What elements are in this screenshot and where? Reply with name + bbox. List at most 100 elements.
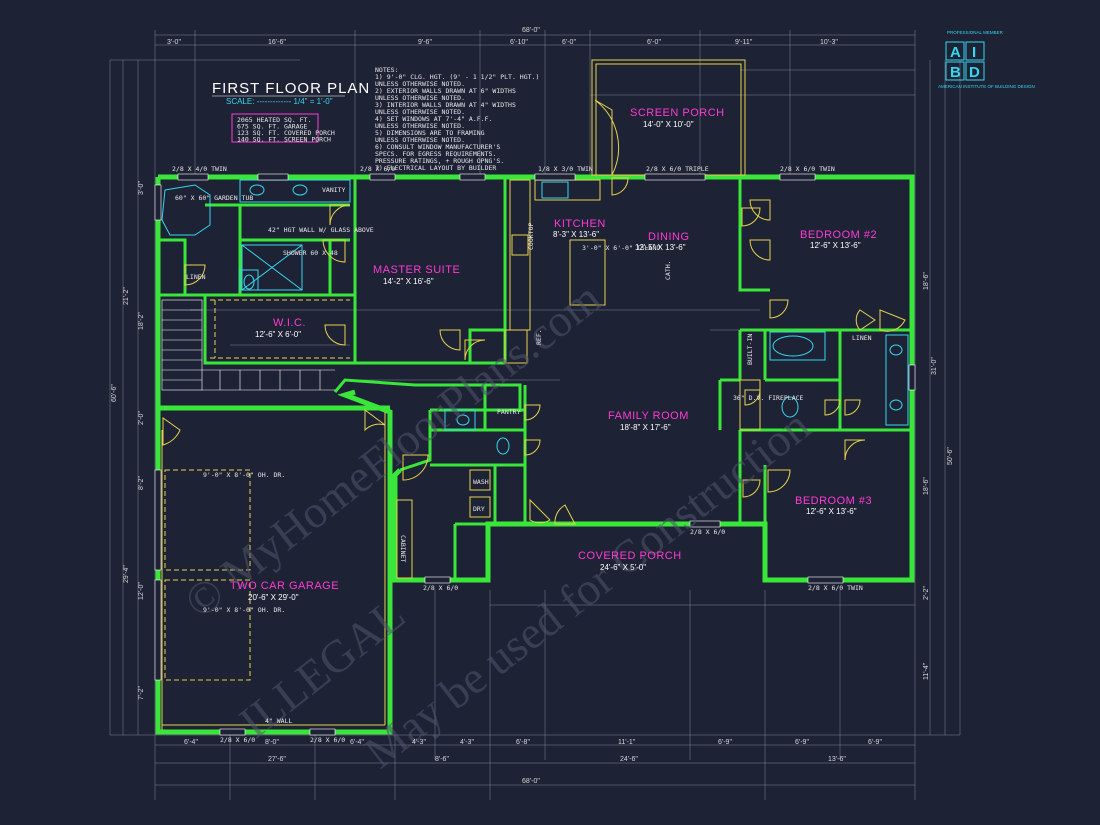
svg-text:1/8 X 3/0 TWIN: 1/8 X 3/0 TWIN (538, 165, 593, 173)
svg-text:50'-6": 50'-6" (947, 447, 954, 465)
svg-text:7) ELECTRICAL LAYOUT BY BUILD: 7) ELECTRICAL LAYOUT BY BUILDER (375, 164, 496, 172)
svg-text:2/8 X 6/0: 2/8 X 6/0 (690, 528, 725, 536)
svg-text:2/8 X 6/0: 2/8 X 6/0 (220, 736, 255, 744)
svg-text:4'-3": 4'-3" (412, 739, 426, 746)
svg-text:CATH.: CATH. (664, 260, 672, 280)
svg-text:1) 9'-0" CLG. HGT. (9' - 1 1/: 1) 9'-0" CLG. HGT. (9' - 1 1/2" PLT. HGT… (375, 73, 539, 81)
svg-text:AMERICAN INSTITUTE OF BUILDING: AMERICAN INSTITUTE OF BUILDING DESIGN (938, 84, 1035, 89)
svg-text:CABINET: CABINET (399, 535, 407, 562)
room-bedroom-2: BEDROOM #2 (800, 229, 877, 241)
svg-text:6'-9": 6'-9" (795, 739, 809, 746)
svg-text:18'-8" X 17'-6": 18'-8" X 17'-6" (620, 423, 671, 432)
svg-text:DRY: DRY (473, 505, 485, 513)
svg-text:6'-9": 6'-9" (868, 739, 882, 746)
fixture-labels: 60" X 60" GARDEN TUB VANITY 42" HGT WALL… (175, 186, 872, 725)
room-screen-porch: SCREEN PORCH (630, 107, 725, 119)
svg-text:SPECS. FOR EGRESS REQUIREMENTS: SPECS. FOR EGRESS REQUIREMENTS. (375, 150, 496, 158)
svg-text:NOTES:: NOTES: (375, 66, 398, 74)
top-dimensions: 68'-0" 3'-0" 16'-6" 9'-6" 6'-10" 6'-0" 6… (167, 27, 838, 46)
svg-text:WASH: WASH (473, 478, 489, 486)
room-garage: TWO CAR GARAGE (230, 580, 339, 592)
svg-text:2/8 X 6/0: 2/8 X 6/0 (360, 165, 395, 173)
left-dimensions: 60'-6" 29'-4" 21'-2" 3'-0" 18'-2" 2'-0" … (111, 181, 145, 700)
svg-text:2/8 X 6/0 TWIN: 2/8 X 6/0 TWIN (780, 165, 835, 173)
svg-text:14'-2" X 16'-6": 14'-2" X 16'-6" (383, 277, 434, 286)
svg-text:24'-6": 24'-6" (620, 756, 638, 763)
svg-text:4" WALL: 4" WALL (265, 717, 292, 725)
svg-text:2/8 X 6/0 TRIPLE: 2/8 X 6/0 TRIPLE (646, 165, 709, 173)
svg-text:9'-11": 9'-11" (735, 39, 753, 46)
svg-text:18'-6": 18'-6" (923, 272, 930, 290)
svg-text:60" X 60" GARDEN TUB: 60" X 60" GARDEN TUB (175, 194, 253, 202)
svg-text:2/8 X 6/0: 2/8 X 6/0 (423, 584, 458, 592)
svg-text:3'-0": 3'-0" (138, 181, 145, 195)
svg-text:D: D (969, 64, 980, 81)
svg-text:6'-9": 6'-9" (718, 739, 732, 746)
svg-text:5) DIMENSIONS ARE TO FRAMING: 5) DIMENSIONS ARE TO FRAMING (375, 129, 485, 137)
room-bedroom-3: BEDROOM #3 (795, 495, 872, 507)
svg-text:12'-0": 12'-0" (138, 582, 145, 600)
window-tags: 2/8 X 4/0 TWIN 2/8 X 6/0 1/8 X 3/0 TWIN … (172, 165, 863, 744)
svg-text:8'-3" X 13'-6": 8'-3" X 13'-6" (553, 230, 599, 239)
svg-text:12'-6" X 13'-6": 12'-6" X 13'-6" (806, 507, 857, 516)
svg-text:9'-6": 9'-6" (418, 39, 432, 46)
room-labels: SCREEN PORCH 14'-0" X 10'-0" KITCHEN 8'-… (230, 107, 877, 602)
svg-text:B: B (950, 64, 961, 81)
svg-text:60'-6": 60'-6" (111, 384, 118, 402)
bottom-dimensions: 6'-4" 8'-0" 6'-4" 4'-3" 4'-3" 6'-8" 11'-… (184, 739, 882, 785)
plan-title: FIRST FLOOR PLAN (212, 80, 370, 97)
svg-text:21'-2": 21'-2" (123, 287, 130, 305)
svg-text:24'-6" X 5'-0": 24'-6" X 5'-0" (600, 563, 646, 572)
svg-text:REF.: REF. (535, 329, 543, 345)
svg-text:LINEN: LINEN (852, 334, 872, 342)
svg-text:UNLESS OTHERWISE NOTED.: UNLESS OTHERWISE NOTED. (375, 108, 465, 116)
svg-text:8'-6": 8'-6" (435, 756, 449, 763)
dimension-lines (109, 30, 961, 800)
svg-text:123 SQ. FT. COVERED PORCH: 123 SQ. FT. COVERED PORCH (237, 129, 335, 137)
svg-text:6'-10": 6'-10" (510, 39, 528, 46)
room-master-suite: MASTER SUITE (373, 264, 460, 276)
room-dining: DINING (648, 231, 690, 243)
svg-text:10'-3": 10'-3" (820, 39, 838, 46)
svg-text:3) INTERIOR WALLS DRAWN AT 4": 3) INTERIOR WALLS DRAWN AT 4" WIDTHS (375, 101, 516, 109)
svg-text:16'-6": 16'-6" (268, 39, 286, 46)
svg-text:PANTRY: PANTRY (497, 408, 521, 416)
stair (161, 299, 335, 391)
svg-text:68'-0": 68'-0" (522, 27, 540, 34)
svg-text:2/8 X 4/0 TWIN: 2/8 X 4/0 TWIN (172, 165, 227, 173)
svg-text:VANITY: VANITY (322, 186, 346, 194)
svg-text:2065 HEATED SQ. FT.: 2065 HEATED SQ. FT. (237, 116, 311, 124)
svg-text:18'-2": 18'-2" (138, 312, 145, 330)
svg-text:3'-0" X 6'-0" ISLAND: 3'-0" X 6'-0" ISLAND (582, 244, 660, 252)
fixtures (161, 179, 909, 730)
svg-text:6'-4": 6'-4" (350, 739, 364, 746)
svg-text:UNLESS OTHERWISE NOTED.: UNLESS OTHERWISE NOTED. (375, 94, 465, 102)
svg-text:PRESSURE RATINGS, + ROUGH OPNG: PRESSURE RATINGS, + ROUGH OPNG'S. (375, 157, 504, 165)
svg-text:27'-6": 27'-6" (268, 756, 286, 763)
svg-text:6'-0": 6'-0" (562, 39, 576, 46)
svg-text:LINEN: LINEN (186, 273, 206, 281)
svg-text:PROFESSIONAL MEMBER: PROFESSIONAL MEMBER (947, 30, 1004, 35)
room-family: FAMILY ROOM (608, 410, 689, 422)
svg-text:36" D.V. FIREPLACE: 36" D.V. FIREPLACE (733, 394, 804, 402)
svg-text:12'-5" X 13'-6": 12'-5" X 13'-6" (635, 243, 686, 252)
svg-text:12'-6" X 6'-0": 12'-6" X 6'-0" (255, 330, 301, 339)
svg-text:11'-1": 11'-1" (618, 739, 636, 746)
svg-text:31'-0": 31'-0" (931, 357, 938, 375)
svg-text:675 SQ. FT. GARAGE: 675 SQ. FT. GARAGE (237, 123, 308, 131)
aibd-logo: PROFESSIONAL MEMBER A I B D AMERICAN INS… (938, 30, 1035, 89)
svg-text:COOKTOP: COOKTOP (527, 223, 535, 250)
svg-text:9'-0" X 8'-0" OH. DR.: 9'-0" X 8'-0" OH. DR. (203, 606, 285, 614)
svg-text:I: I (972, 44, 976, 61)
svg-text:18'-6": 18'-6" (923, 477, 930, 495)
svg-text:2) EXTERIOR WALLS DRAWN AT 6": 2) EXTERIOR WALLS DRAWN AT 6" WIDTHS (375, 87, 516, 95)
svg-text:8'-0": 8'-0" (265, 739, 279, 746)
svg-text:7'-2": 7'-2" (138, 686, 145, 700)
svg-text:9'-0" X 8'-0" OH. DR.: 9'-0" X 8'-0" OH. DR. (203, 471, 285, 479)
area-summary: 2065 HEATED SQ. FT. 675 SQ. FT. GARAGE 1… (237, 116, 335, 144)
svg-text:20'-6" X 29'-0": 20'-6" X 29'-0" (248, 593, 299, 602)
svg-text:68'-0": 68'-0" (522, 778, 540, 785)
svg-text:UNLESS OTHERWISE NOTED.: UNLESS OTHERWISE NOTED. (375, 136, 465, 144)
area-summary-box (231, 113, 319, 143)
